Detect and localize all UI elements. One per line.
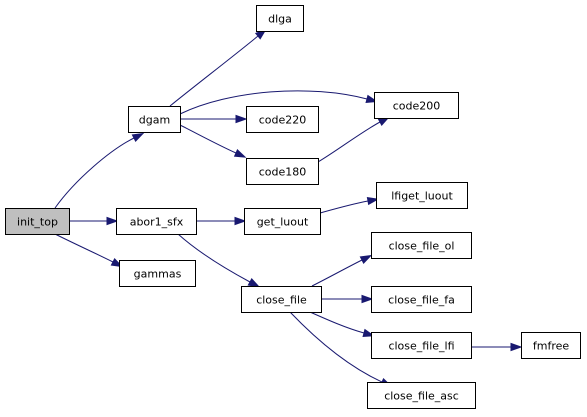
node-init-top[interactable]: init_top	[5, 208, 70, 235]
edge-close_file_lfi-to-fmfree	[470, 342, 523, 352]
node-label: close_file_asc	[384, 390, 459, 403]
edge-line	[179, 124, 237, 154]
edge-code180-to-code200	[317, 116, 391, 163]
arrowhead-icon	[131, 132, 145, 142]
node-box	[374, 92, 459, 119]
nodes-layer: init_top dlga dgam code200 code220 code180 abo…	[5, 5, 581, 409]
node-close-file[interactable]: close_file	[241, 286, 322, 313]
edge-dgam-to-code220	[179, 114, 248, 124]
node-box	[116, 208, 197, 235]
node-label: abor1_sfx	[130, 216, 184, 229]
arrowhead-icon	[235, 114, 248, 124]
node-box	[5, 208, 70, 235]
edge-line	[54, 233, 114, 263]
node-code220[interactable]: code220	[246, 106, 319, 133]
node-fmfree[interactable]: fmfree	[521, 332, 581, 359]
edge-line	[179, 90, 368, 115]
arrowhead-icon	[366, 196, 380, 206]
node-label: lfiget_luout	[391, 190, 453, 203]
edge-line	[289, 311, 383, 383]
node-dgam[interactable]: dgam	[128, 106, 181, 133]
node-label: code180	[259, 166, 307, 179]
edge-line	[54, 137, 135, 209]
edge-line	[177, 233, 251, 283]
node-label: dgam	[139, 114, 170, 127]
node-box	[367, 382, 476, 409]
node-close-file-lfi[interactable]: close_file_lfi	[371, 332, 472, 359]
node-close-file-asc[interactable]: close_file_asc	[367, 382, 476, 409]
node-box	[241, 286, 322, 313]
node-dlga[interactable]: dlga	[256, 5, 304, 32]
node-label: close_file	[256, 294, 307, 307]
node-code180[interactable]: code180	[246, 158, 319, 185]
node-box	[128, 106, 181, 133]
node-label: close_file_fa	[388, 294, 455, 307]
edge-abor1_sfx-to-get_luout	[196, 216, 247, 226]
node-box	[521, 332, 581, 359]
edge-close_file-to-close_file_ol	[311, 254, 373, 287]
arrowhead-icon	[233, 148, 247, 158]
node-box	[244, 208, 321, 235]
node-label: close_file_ol	[389, 240, 455, 253]
arrowhead-icon	[247, 278, 261, 288]
node-box	[246, 158, 319, 185]
node-box	[256, 5, 304, 32]
node-label: close_file_lfi	[388, 340, 454, 353]
node-box	[371, 332, 472, 359]
edge-get_luout-to-lfiget_luout	[319, 196, 380, 214]
node-get-luout[interactable]: get_luout	[244, 208, 321, 235]
edge-line	[317, 121, 381, 163]
node-box	[376, 182, 468, 209]
arrowhead-icon	[234, 216, 247, 226]
node-code200[interactable]: code200	[374, 92, 459, 119]
node-label: gammas	[134, 268, 182, 281]
node-label: get_luout	[257, 216, 309, 229]
edge-abor1_sfx-to-close_file	[177, 233, 261, 288]
node-box	[371, 286, 472, 313]
node-box	[119, 260, 196, 287]
edge-line	[309, 311, 365, 334]
node-label: code200	[393, 100, 441, 113]
arrowhead-icon	[106, 216, 119, 226]
edge-close_file-to-close_file_lfi	[309, 311, 376, 337]
arrowhead-icon	[510, 342, 523, 352]
edge-close_file-to-close_file_fa	[321, 294, 374, 304]
node-abor1-sfx[interactable]: abor1_sfx	[116, 208, 197, 235]
node-lfiget-luout[interactable]: lfiget_luout	[376, 182, 468, 209]
edge-line	[319, 200, 369, 214]
node-box	[371, 232, 472, 259]
arrowhead-icon	[361, 294, 374, 304]
node-gammas[interactable]: gammas	[119, 260, 196, 287]
edge-init_top-to-dgam	[54, 132, 145, 209]
node-label: fmfree	[533, 340, 570, 353]
arrowhead-icon	[359, 254, 373, 264]
edge-init_top-to-gammas	[54, 233, 124, 268]
node-label: code220	[259, 114, 307, 127]
node-box	[246, 106, 319, 133]
edge-dgam-to-dlga	[169, 28, 267, 107]
edge-dgam-to-code180	[179, 124, 247, 158]
edge-line	[311, 259, 363, 287]
node-close-file-fa[interactable]: close_file_fa	[371, 286, 472, 313]
edge-line	[169, 35, 259, 107]
node-close-file-ol[interactable]: close_file_ol	[371, 232, 472, 259]
arrowhead-icon	[362, 328, 376, 337]
node-label: dlga	[268, 13, 292, 26]
node-label: init_top	[17, 216, 58, 229]
edge-init_top-to-abor1_sfx	[69, 216, 119, 226]
